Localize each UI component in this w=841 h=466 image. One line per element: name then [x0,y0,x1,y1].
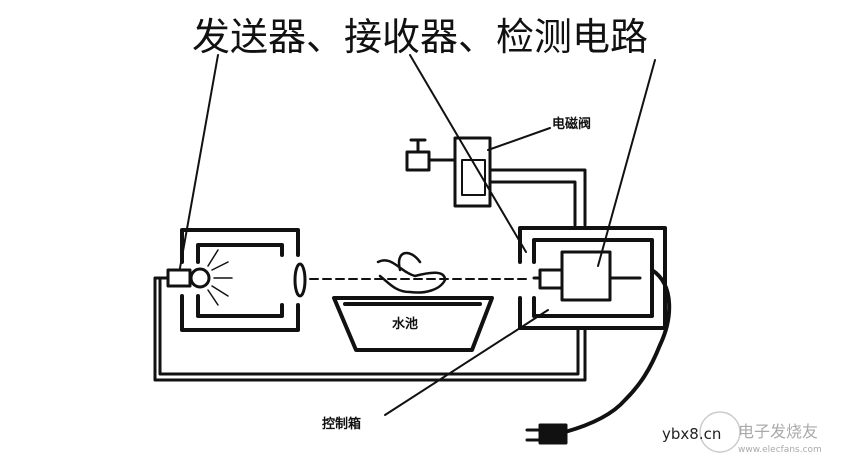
diagram-title: 发送器、接收器、检测电路 [192,15,648,59]
label-control-box: 控制箱 [322,416,361,432]
power-cord [563,268,672,434]
basin [332,296,494,352]
faucet-icon [405,138,457,172]
watermark-logo-icon [699,411,741,453]
hand-icon [376,251,447,294]
pipe [488,168,587,227]
label-solenoid-valve: 电磁阀 [552,116,591,132]
receiver-sensor [560,250,612,302]
label-basin: 水池 [392,316,418,332]
emitter-housing-bottom [180,294,300,332]
watermark-url: www.elecfans.com [738,445,822,455]
receiver-housing [518,226,667,330]
leader-line [179,54,656,416]
solenoid-valve [453,136,492,208]
watermark-brand: 电子发烧友 [738,422,818,441]
plug-icon [525,423,568,445]
lens-icon [293,262,307,298]
watermark: ybx8.cn 电子发烧友 www.elecfans.com [662,411,822,455]
emitter-housing-top [180,228,300,264]
lamp-icon [166,249,233,306]
wiring [153,276,587,382]
watermark-site: ybx8.cn [662,425,721,443]
